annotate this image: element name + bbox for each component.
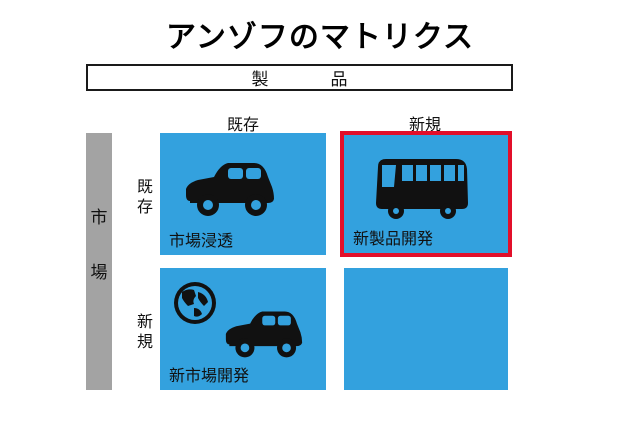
diagram-title: アンゾフのマトリクス	[166, 20, 474, 55]
market-axis-bar	[86, 133, 112, 390]
car-icon	[225, 311, 303, 358]
quadrant-diversification	[344, 268, 508, 390]
quadrant-label-new-market-development: 新市場開発	[169, 366, 250, 385]
quadrant-new-product-development: 新製品開発	[344, 135, 508, 253]
car-icon	[186, 163, 274, 216]
highlight-frame	[340, 131, 512, 257]
quadrant-label-new-product-development: 新製品開発	[353, 229, 434, 248]
quadrant-new-market-development: 新市場開発	[160, 268, 326, 390]
quadrant-label-market-penetration: 市場浸透	[169, 231, 234, 250]
column-label-existing: 既存	[226, 115, 259, 134]
quadrant-market-penetration: 市場浸透	[160, 133, 326, 255]
market-axis-label-char-1: 市	[90, 208, 108, 228]
column-label-new: 新規	[408, 115, 441, 134]
row-label-existing-char-1: 既	[137, 177, 154, 196]
row-label-new-char-2: 規	[137, 332, 154, 351]
product-axis-header: 製品	[86, 64, 513, 91]
row-label-existing-char-2: 存	[137, 197, 154, 216]
bus-icon	[376, 159, 468, 219]
row-label-new-char-1: 新	[137, 312, 154, 331]
market-axis-label-char-2: 場	[90, 263, 108, 283]
globe-icon	[174, 282, 216, 324]
